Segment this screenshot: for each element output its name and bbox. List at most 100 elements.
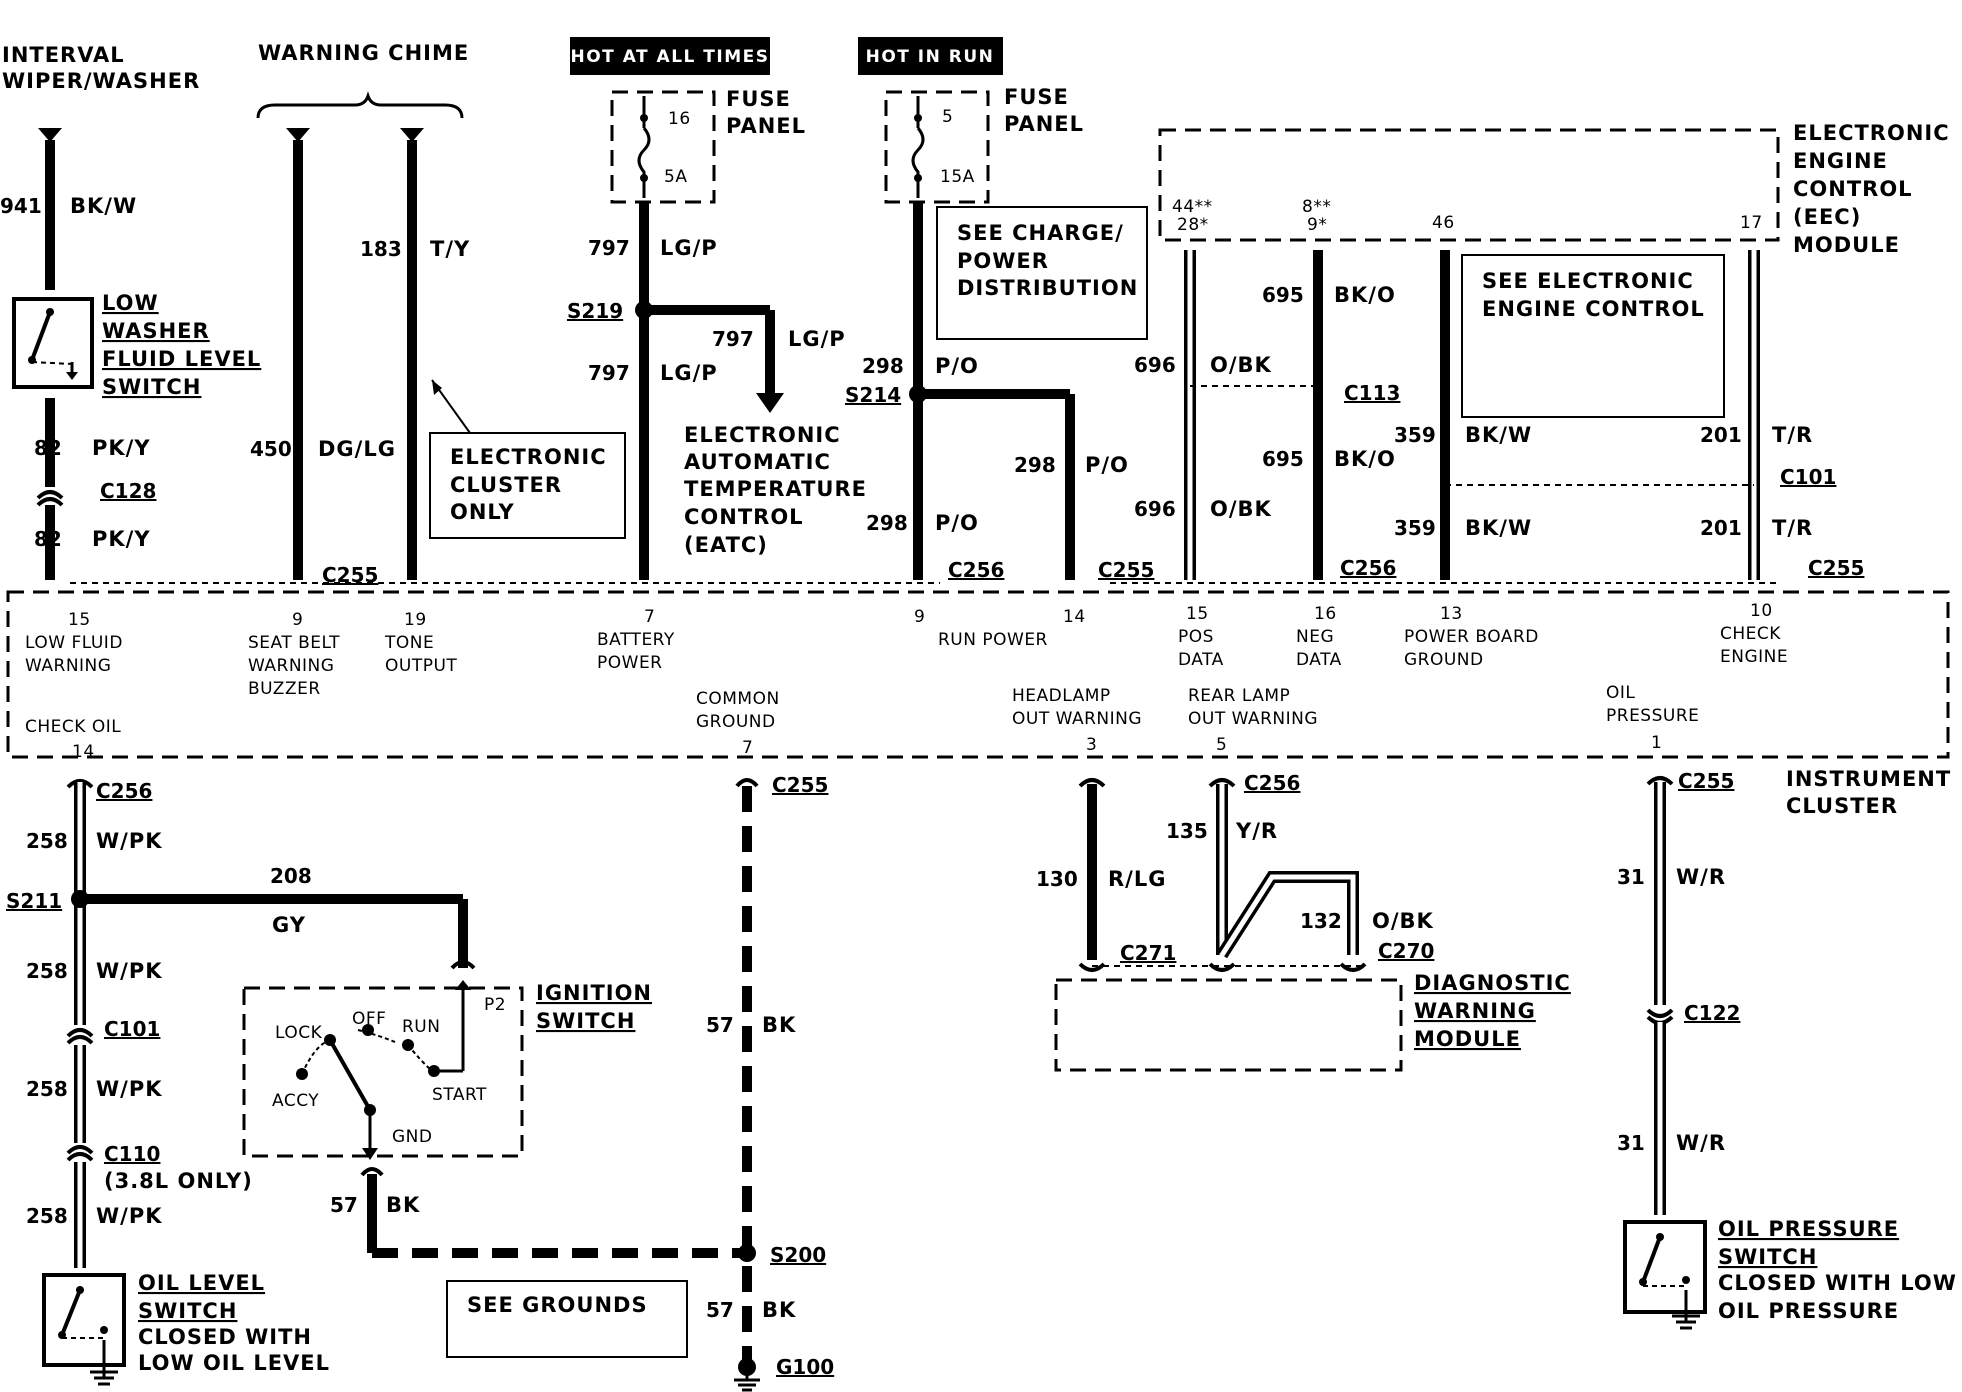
oil-pressure-label-4: OIL PRESSURE [1718, 1299, 1899, 1323]
wire-797-color: LG/P [788, 327, 846, 351]
electronic-cluster-note-3: ONLY [450, 500, 515, 524]
ignition-switch [242, 960, 524, 1160]
low-washer-circuit [12, 128, 94, 580]
wire-797-num: 797 [588, 236, 630, 260]
splice-s200: S200 [770, 1243, 826, 1267]
connector-c256: C256 [1244, 771, 1300, 795]
connector-c256: C256 [1340, 556, 1396, 580]
wire-298-color: P/O [935, 511, 979, 535]
oil-pressure-label-2: SWITCH [1718, 1245, 1817, 1269]
connector-c128: C128 [100, 479, 156, 503]
cluster-pin-name: OUT WARNING [1188, 709, 1318, 729]
wire-258-num: 258 [26, 829, 68, 853]
cluster-pin-name: GROUND [1404, 650, 1484, 670]
wire-201-num: 201 [1700, 423, 1742, 447]
wire-135-num: 135 [1166, 819, 1208, 843]
wire-82-color: PK/Y [92, 436, 151, 460]
wire-359-color: BK/W [1465, 423, 1532, 447]
cluster-pin-number: 10 [1750, 601, 1773, 621]
wire-359-num: 359 [1394, 423, 1436, 447]
wire-57-num: 57 [706, 1013, 734, 1037]
wire-57-num: 57 [706, 1298, 734, 1322]
oil-pressure-circuit [1623, 776, 1707, 1330]
fuse-rating: 5A [664, 167, 687, 187]
see-charge-note-2: POWER [957, 249, 1049, 273]
ignition-lock: LOCK [275, 1023, 323, 1043]
eatc-label-3: TEMPERATURE [684, 477, 867, 501]
interval-wiper-title: INTERVAL [2, 43, 125, 67]
cluster-pin-name: OIL [1606, 683, 1635, 703]
wire-797-color: LG/P [660, 361, 718, 385]
cluster-pin-name: ENGINE [1720, 647, 1788, 667]
cluster-pin-name: WARNING [25, 656, 111, 676]
ignition-p2: P2 [484, 995, 506, 1015]
diagnostic-circuit [1054, 778, 1403, 1072]
hot-in-run-text: HOT IN RUN [866, 47, 995, 67]
see-grounds-box [446, 1280, 688, 1358]
cluster-pin-number: 14 [72, 742, 95, 762]
cluster-pin-number: 16 [1314, 604, 1337, 624]
eec-module-label-3: CONTROL [1793, 177, 1913, 201]
cluster-pin-name: NEG [1296, 627, 1334, 647]
eec-pin-28: 28* [1177, 215, 1209, 235]
interval-wiper-title-2: WIPER/WASHER [2, 69, 200, 93]
cluster-pin-name: REAR LAMP [1188, 686, 1290, 706]
connector-c122: C122 [1684, 1001, 1740, 1025]
wire-201-color: T/R [1772, 423, 1813, 447]
wire-450-color: DG/LG [318, 437, 396, 461]
diagnostic-module-label: DIAGNOSTIC [1414, 971, 1571, 995]
cluster-pin-name: PRESSURE [1606, 706, 1699, 726]
eec-module-label-4: (EEC) [1793, 205, 1861, 229]
cluster-pin-number: 9 [292, 610, 303, 630]
eec-pin-8: 8** [1302, 197, 1331, 217]
connector-c110: C110 [104, 1142, 160, 1166]
ground-g100: G100 [776, 1355, 834, 1379]
ignition-start: START [432, 1085, 487, 1105]
wire-208-color: GY [272, 913, 306, 937]
wire-258-num: 258 [26, 1204, 68, 1228]
see-charge-note-3: DISTRIBUTION [957, 276, 1138, 300]
fuse-panel-label-2: PANEL [1004, 112, 1084, 136]
wire-258-color: W/PK [96, 959, 163, 983]
wire-298-num: 298 [862, 354, 904, 378]
connector-c271: C271 [1120, 941, 1176, 965]
cluster-pin-name: RUN POWER [938, 630, 1048, 650]
ignition-gnd: GND [392, 1127, 432, 1147]
wire-132-color: O/BK [1372, 909, 1434, 933]
ignition-accy: ACCY [272, 1091, 319, 1111]
cluster-pin-name: BATTERY [597, 630, 675, 650]
wire-695-num: 695 [1262, 447, 1304, 471]
wire-298-num: 298 [1014, 453, 1056, 477]
fuse-panel-5: 5 15A [884, 90, 990, 204]
wire-450-num: 450 [250, 437, 292, 461]
wire-695-color: BK/O [1334, 447, 1396, 471]
warning-chime-wires [286, 128, 424, 580]
run-power-circuit [909, 202, 1075, 580]
eec-pin-9: 9* [1307, 215, 1327, 235]
see-charge-box [936, 206, 1148, 340]
connector-c255: C255 [1678, 769, 1734, 793]
cluster-pin-name: BUZZER [248, 679, 321, 699]
fuse-panel-label-2: PANEL [726, 114, 806, 138]
diagnostic-module-label-2: WARNING [1414, 999, 1536, 1023]
diagnostic-module-label-3: MODULE [1414, 1027, 1521, 1051]
ignition-run: RUN [402, 1017, 440, 1037]
fuse-rating: 15A [940, 167, 975, 187]
eec-module-label-2: ENGINE [1793, 149, 1888, 173]
low-washer-label-3: FLUID LEVEL [102, 347, 261, 371]
cluster-pin-number: 7 [742, 738, 753, 758]
cluster-pin-number: 9 [914, 607, 925, 627]
wire-31-color: W/R [1676, 865, 1726, 889]
oil-level-label-2: SWITCH [138, 1299, 237, 1323]
connector-c255: C255 [772, 773, 828, 797]
wire-258-color: W/PK [96, 1204, 163, 1228]
oil-pressure-switch-symbol [1623, 1220, 1707, 1314]
wire-57-color: BK [762, 1013, 796, 1037]
oil-level-switch-symbol [42, 1273, 126, 1367]
instrument-cluster-label: INSTRUMENT [1786, 767, 1951, 791]
connector-c255: C255 [1808, 556, 1864, 580]
c110-note: (3.8L ONLY) [104, 1169, 253, 1193]
wire-298-num: 298 [866, 511, 908, 535]
electronic-cluster-note: ELECTRONIC [450, 445, 607, 469]
